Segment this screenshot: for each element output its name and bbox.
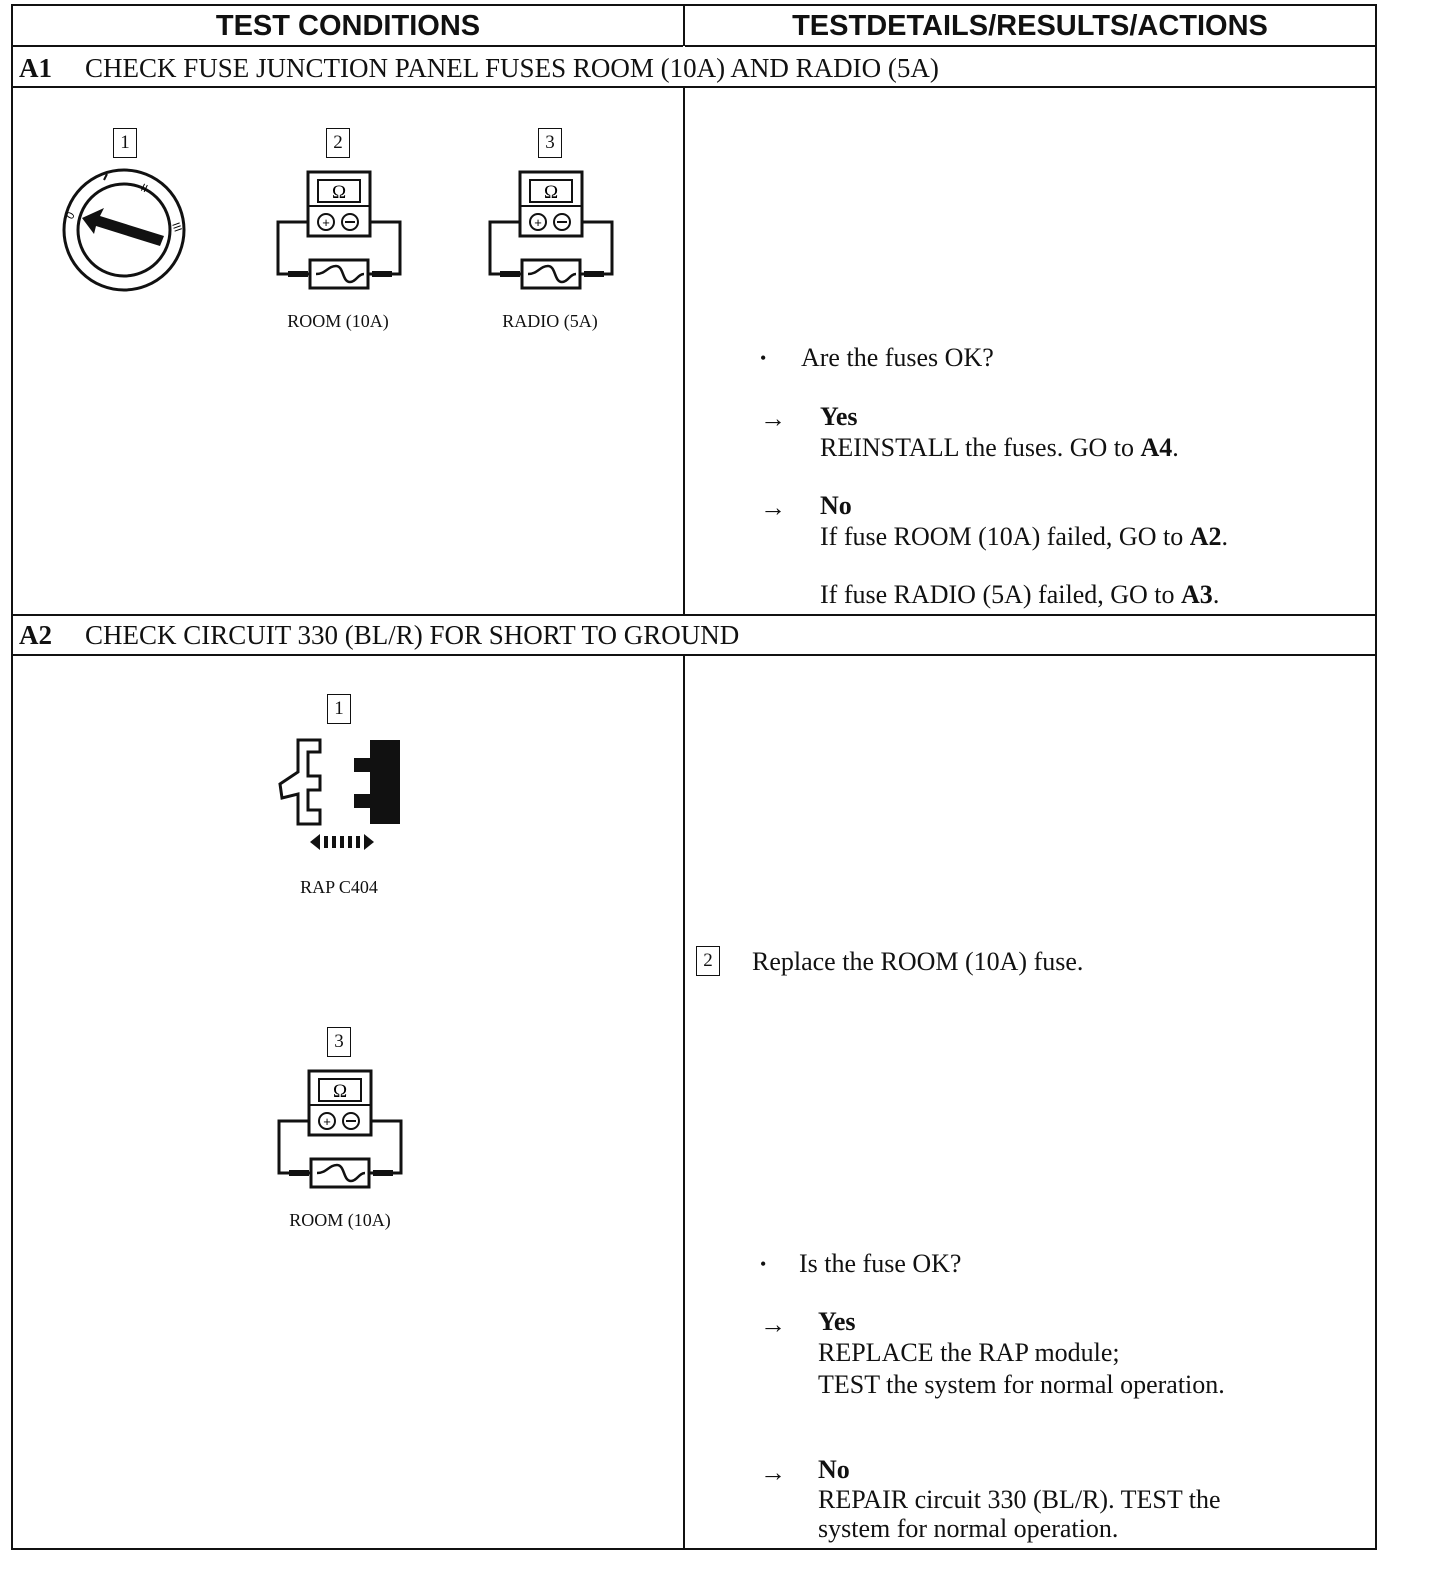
- a2-step-2-box: 2: [696, 946, 720, 976]
- a2-yes-line-1: REPLACE the RAP module;: [818, 1338, 1120, 1367]
- a1-yes-arrow: →: [760, 404, 786, 433]
- a2-title-bg-cover: [683, 616, 685, 654]
- a2-no-line-1: REPAIR circuit 330 (BL/R). TEST the: [818, 1485, 1221, 1514]
- svg-text:Ω: Ω: [333, 1081, 347, 1102]
- a2-no-arrow: →: [760, 1458, 786, 1487]
- a1-no-target-2: A3: [1181, 580, 1213, 609]
- a2-yes-label: Yes: [818, 1307, 856, 1336]
- period: .: [1212, 580, 1220, 609]
- a1-yes-target: A4: [1140, 433, 1173, 462]
- svg-text:III: III: [169, 221, 183, 234]
- a1-question: Are the fuses OK?: [801, 343, 994, 372]
- svg-text:+: +: [323, 1114, 331, 1129]
- period: .: [1172, 433, 1179, 462]
- a2-yes-arrow: →: [760, 1310, 786, 1339]
- ohmmeter-icon: Ω +: [277, 1069, 403, 1189]
- a1-no-text-1: If fuse ROOM (10A) failed, GO to A2.: [820, 521, 1228, 552]
- a1-fig2-label: ROOM (10A): [287, 311, 389, 331]
- svg-text:+: +: [534, 215, 542, 230]
- table-frame: [11, 4, 1377, 1550]
- a2-fig1-label: RAP C404: [300, 877, 378, 897]
- a2-yes-line-2: TEST the system for normal operation.: [818, 1370, 1225, 1399]
- a2-step-1-box: 1: [327, 694, 351, 724]
- a2-step-3-box: 3: [327, 1027, 351, 1057]
- a2-title-divider: [11, 654, 1377, 656]
- header-divider: [11, 45, 1377, 47]
- svg-text:Ω: Ω: [332, 182, 346, 203]
- a1-no-action-2: If fuse RADIO (5A) failed, GO to: [820, 580, 1175, 609]
- a1-section-title: A1 CHECK FUSE JUNCTION PANEL FUSES ROOM (…: [19, 52, 939, 84]
- a1-no-arrow: →: [760, 493, 786, 522]
- svg-text:II: II: [139, 182, 150, 195]
- a1-section-text: CHECK FUSE JUNCTION PANEL FUSES ROOM (10…: [85, 53, 939, 83]
- header-test-details: TESTDETAILS/RESULTS/ACTIONS: [792, 10, 1268, 42]
- column-divider: [683, 4, 685, 1550]
- a2-no-label: No: [818, 1455, 850, 1484]
- a1-yes-label: Yes: [820, 402, 858, 431]
- a1-question-bullet: •: [760, 348, 767, 368]
- header-test-conditions: TEST CONDITIONS: [215, 10, 481, 42]
- a1-yes-action: REINSTALL the fuses. GO to: [820, 433, 1134, 462]
- svg-text:0: 0: [64, 210, 77, 221]
- a1-no-text-2: If fuse RADIO (5A) failed, GO to A3.: [820, 579, 1219, 610]
- svg-text:Ω: Ω: [544, 182, 558, 203]
- a1-fig3-label: RADIO (5A): [502, 311, 598, 331]
- a2-section-id: A2: [19, 620, 52, 650]
- a2-section-title: A2 CHECK CIRCUIT 330 (BL/R) FOR SHORT TO …: [19, 619, 739, 651]
- a1-no-label: No: [820, 491, 852, 520]
- a2-question: Is the fuse OK?: [799, 1249, 962, 1278]
- a1-title-bg-cover: [683, 46, 685, 86]
- a1-yes-text: REINSTALL the fuses. GO to A4.: [820, 432, 1179, 463]
- ignition-key-icon: 0 II III: [62, 168, 186, 292]
- a1-title-divider: [11, 86, 1377, 88]
- a2-fig3-label: ROOM (10A): [289, 1210, 391, 1230]
- a2-no-line-2: system for normal operation.: [818, 1514, 1119, 1543]
- a1-step-3-box: 3: [538, 128, 562, 158]
- a1-section-id: A1: [19, 53, 52, 83]
- a1-no-target-1: A2: [1189, 522, 1222, 551]
- connector-disconnect-icon: [278, 738, 400, 850]
- a1-step-2-box: 2: [326, 128, 350, 158]
- a2-step2-text: Replace the ROOM (10A) fuse.: [752, 947, 1084, 976]
- a2-section-text: CHECK CIRCUIT 330 (BL/R) FOR SHORT TO GR…: [85, 620, 740, 650]
- ohmmeter-icon: Ω +: [276, 170, 402, 290]
- svg-text:+: +: [322, 215, 330, 230]
- ohmmeter-icon: Ω +: [488, 170, 614, 290]
- a1-step-1-box: 1: [113, 128, 137, 158]
- a1-no-action-1: If fuse ROOM (10A) failed, GO to: [820, 522, 1184, 551]
- a2-top-divider: [11, 614, 1377, 616]
- period: .: [1221, 522, 1228, 551]
- a2-question-bullet: •: [760, 1254, 767, 1274]
